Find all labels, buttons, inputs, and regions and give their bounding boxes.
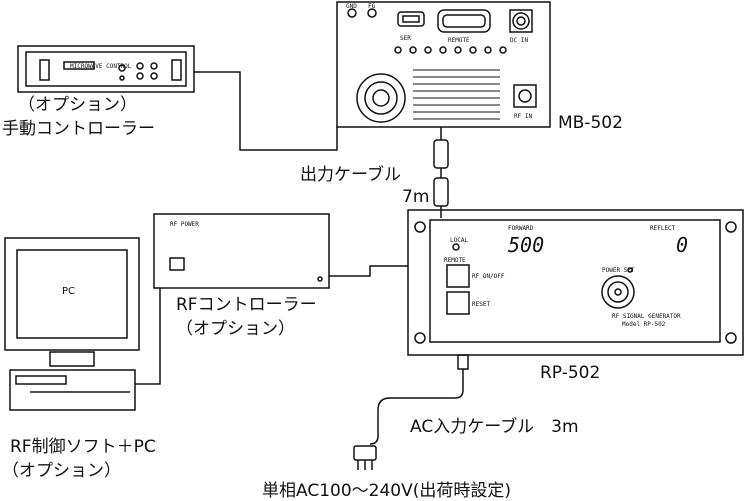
- output-cable-label: 出力ケーブル: [300, 164, 401, 185]
- pc-device: [4, 237, 140, 411]
- reset-label: RESET: [472, 301, 490, 308]
- power-set-label: POWER SET: [602, 267, 635, 274]
- manual-controller-device: [17, 45, 195, 93]
- rf-controller-badge: RF POWER: [170, 221, 199, 228]
- rp502-label: RP-502: [540, 363, 600, 383]
- fg-label: FG: [368, 3, 376, 10]
- rp502-panel-labels: FORWARD REFLECT 500 0 LOCAL REMOTE RF ON…: [444, 225, 688, 328]
- mb502-unit: [336, 1, 551, 128]
- output-cable: [433, 127, 449, 218]
- rf-controller-cable: [329, 265, 408, 277]
- controller-display: MICROWAVE CONTROL: [70, 63, 132, 70]
- pc-screen-label: PC: [62, 286, 75, 297]
- rf-controller-label: RFコントローラー: [176, 295, 317, 315]
- manual-controller-label: 手動コントローラー: [2, 119, 155, 139]
- dc-in-label: DC IN: [510, 37, 528, 44]
- rf-controller-option-label: （オプション）: [176, 319, 295, 339]
- manual-controller-cable: [194, 71, 338, 151]
- remote-label: REMOTE: [444, 257, 466, 264]
- mb502-panel-labels: GND FG SER REMOTE DC IN RF IN: [346, 3, 532, 120]
- rf-in-label: RF IN: [514, 113, 532, 120]
- remote-connector-label: REMOTE: [448, 37, 470, 44]
- mb502-vent-slots: [413, 69, 500, 120]
- power-supply-label: 単相AC100～240V(出荷時設定): [262, 481, 511, 501]
- gnd-label: GND: [346, 3, 357, 10]
- output-cable-length: 7m: [402, 187, 429, 207]
- local-label: LOCAL: [450, 237, 468, 244]
- ac-input-cable: [353, 354, 469, 470]
- pc-software-option-label: （オプション）: [2, 461, 121, 481]
- rf-on-label: RF ON/OFF: [472, 273, 505, 280]
- model-label: Model RP-502: [622, 321, 666, 328]
- forward-label: FORWARD: [508, 225, 534, 232]
- reflect-readout: 0: [676, 233, 688, 257]
- ac-cable-label: AC入力ケーブル 3m: [410, 416, 579, 437]
- rp502-unit: [407, 209, 744, 356]
- manual-controller-option-label: （オプション）: [18, 95, 137, 115]
- forward-readout: 500: [508, 233, 544, 257]
- reflect-label: REFLECT: [650, 225, 676, 232]
- pc-software-label: RF制御ソフト＋PC: [10, 437, 156, 457]
- rf-controller-device: [153, 213, 330, 289]
- brand-label: RF SIGNAL GENERATOR: [612, 313, 681, 320]
- mb502-label: MB-502: [558, 113, 623, 133]
- pc-cable: [135, 288, 161, 385]
- ser-label: SER: [400, 35, 411, 42]
